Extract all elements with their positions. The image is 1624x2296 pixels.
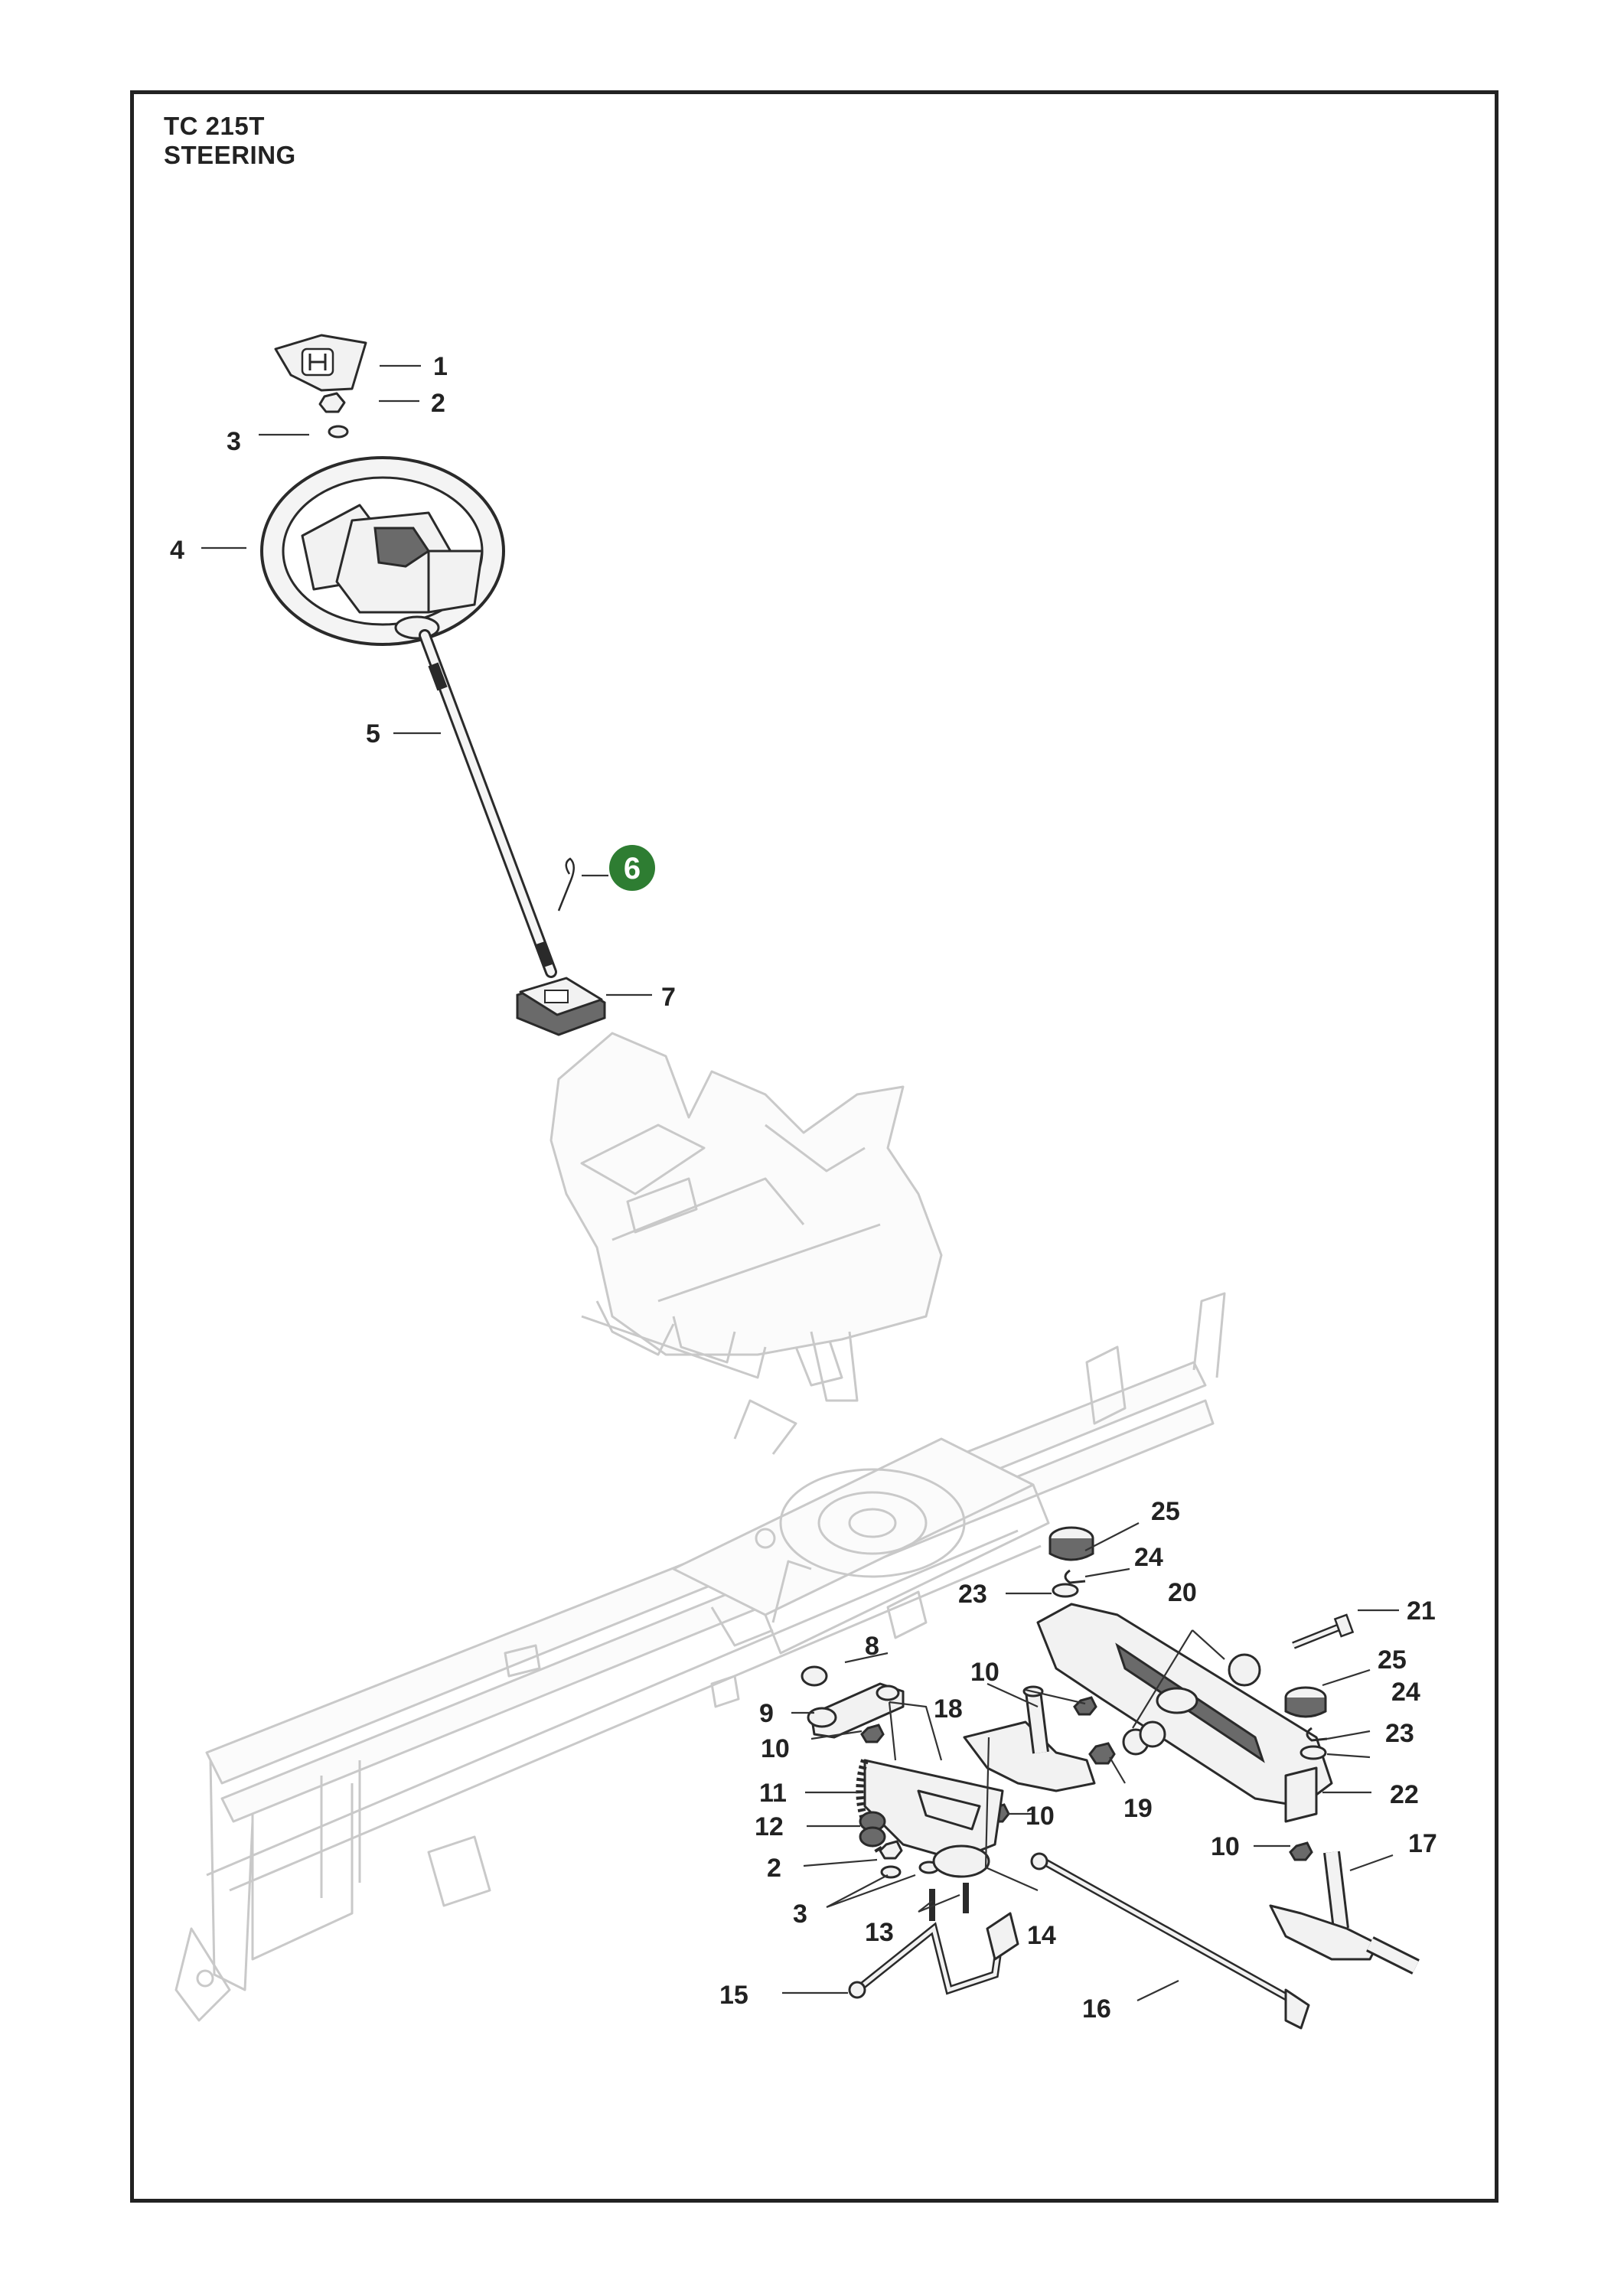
callout-18: 18 (934, 1694, 963, 1724)
callout-22: 22 (1390, 1780, 1419, 1809)
part-3-washer-lower-a (880, 1865, 902, 1879)
highlight-marker-part-6 (609, 845, 655, 891)
part-2-nut-lower (879, 1840, 903, 1860)
callout-21: 21 (1407, 1596, 1436, 1626)
part-21-pivot-bolt (1292, 1613, 1355, 1649)
callout-7: 7 (661, 983, 676, 1012)
callout-15: 15 (719, 1981, 748, 2010)
callout-5: 5 (366, 719, 380, 748)
callout-3-lower: 3 (793, 1900, 807, 1929)
callout-10-mid: 10 (1026, 1802, 1055, 1831)
part-19-nut (1088, 1742, 1116, 1765)
callout-2-lower: 2 (767, 1854, 781, 1883)
callout-11: 11 (759, 1779, 787, 1808)
part-23-washer-upper (1052, 1583, 1079, 1598)
part-10-nut-b (860, 1724, 885, 1743)
part-1-steering-cap (274, 334, 367, 392)
part-3-washer (328, 425, 349, 439)
model-title: TC 215T (164, 112, 265, 140)
callout-10-right: 10 (1211, 1832, 1240, 1861)
part-17-spindle (1269, 1851, 1420, 1975)
part-8-9-steering-arms (801, 1665, 905, 1739)
part-10-nut-d (1289, 1841, 1313, 1861)
part-18-pivot-bracket (963, 1685, 1096, 1792)
callout-12: 12 (755, 1812, 784, 1841)
callout-3-upper: 3 (227, 427, 241, 456)
leader-lines (201, 364, 1399, 2001)
part-22-front-axle (1036, 1603, 1333, 1823)
ghost-chassis (174, 1032, 1226, 2022)
callout-numbers: 1 2 3 4 5 6 7 25 24 23 20 21 25 24 23 22… (170, 352, 1437, 2024)
callout-23-right: 23 (1385, 1719, 1414, 1748)
part-5-steering-shaft (419, 629, 557, 978)
part-7-bushing-plate (516, 977, 606, 1036)
callout-10-top: 10 (970, 1658, 1000, 1687)
part-24-retaining-clip-upper (1064, 1569, 1086, 1584)
callout-19: 19 (1123, 1794, 1153, 1823)
part-20-bushings (1122, 1653, 1261, 1756)
callout-17: 17 (1408, 1829, 1437, 1858)
callout-20: 20 (1168, 1578, 1197, 1607)
callout-13: 13 (865, 1918, 894, 1947)
part-24-retaining-clip-right (1306, 1727, 1328, 1742)
part-13-bolts (929, 1883, 969, 1921)
callout-2-upper: 2 (431, 389, 445, 418)
callout-24-upper: 24 (1134, 1543, 1163, 1572)
callout-23-upper: 23 (958, 1580, 987, 1609)
callout-10-left: 10 (761, 1734, 790, 1763)
part-10-nut-a (1073, 1696, 1097, 1716)
callout-6: 6 (624, 852, 641, 885)
part-14-plate (932, 1844, 990, 1878)
callout-24-right: 24 (1391, 1678, 1420, 1707)
part-23-washer-right (1300, 1745, 1327, 1760)
callout-9: 9 (759, 1699, 774, 1728)
part-4-steering-wheel (260, 456, 505, 646)
callout-1: 1 (433, 352, 448, 381)
part-15-drag-link (848, 1912, 1019, 1999)
part-25-dust-cap-right (1284, 1686, 1327, 1718)
callout-25-right: 25 (1378, 1645, 1407, 1675)
callout-14: 14 (1027, 1921, 1056, 1950)
drawing-frame (130, 90, 1498, 2203)
part-25-dust-cap-upper (1048, 1526, 1094, 1561)
part-6-hairpin-clip (557, 857, 575, 912)
section-title: STEERING (164, 141, 296, 169)
callout-16: 16 (1082, 1994, 1111, 2024)
callout-4: 4 (170, 536, 184, 565)
callout-25-upper: 25 (1151, 1497, 1180, 1526)
part-12-pinion-gear (859, 1811, 886, 1848)
part-2-nut (318, 392, 346, 413)
part-16-tie-rod (1030, 1852, 1310, 2030)
part-11-sector-gear (856, 1759, 1004, 1861)
callout-8: 8 (865, 1632, 879, 1661)
